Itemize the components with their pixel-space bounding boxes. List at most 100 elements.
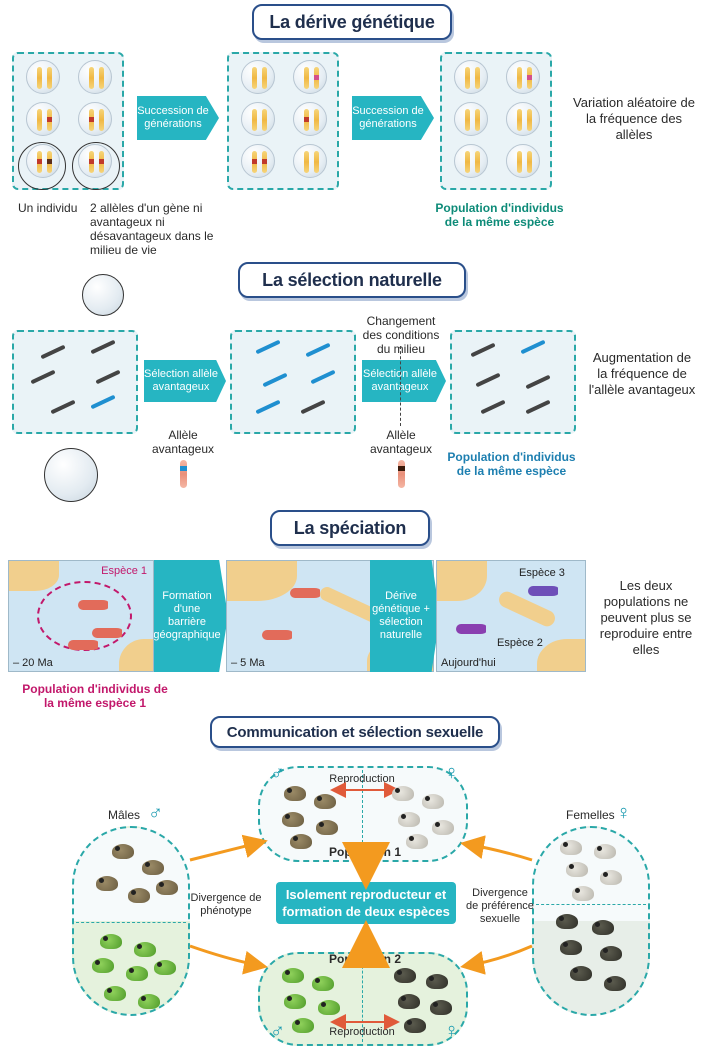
- chromosome: [527, 67, 532, 89]
- divergence-left-label: Divergence de phénotype: [190, 892, 262, 917]
- population1-divider: [362, 770, 363, 858]
- chromosome: [262, 151, 267, 173]
- males-divider: [76, 922, 186, 923]
- females-label: Femelles: [566, 808, 615, 822]
- females-panel: [532, 826, 650, 1016]
- cell-individual: [78, 102, 112, 136]
- population-label-speciation: Population d'individus de la même espèce…: [22, 682, 168, 710]
- chromosome: [304, 151, 309, 173]
- population-label-selection: Population d'individus de la même espèce: [447, 450, 576, 478]
- shrimp-icon: [262, 630, 292, 640]
- section-title-communication: Communication et sélection sexuelle: [210, 716, 500, 748]
- cell-individual: [78, 60, 112, 94]
- arrow-selection-2: Sélection allèle avantageux: [362, 360, 446, 402]
- chromosome: [252, 109, 257, 131]
- population2-divider: [362, 956, 363, 1042]
- cell-individual: [506, 144, 540, 178]
- mosquito-panel-2: [230, 330, 356, 434]
- allele-chromosome-1: [180, 460, 187, 488]
- time-middle-label: – 5 Ma: [231, 657, 265, 669]
- conclusion-selection: Augmentation de la fréquence de l'allèle…: [588, 350, 696, 397]
- frog-icon: [404, 1018, 426, 1033]
- change-conditions-label: Changement des conditions du milieu: [362, 314, 440, 356]
- frog-icon: [96, 876, 118, 891]
- frog-icon: [316, 820, 338, 835]
- chromosome: [262, 67, 267, 89]
- chromosome: [99, 67, 104, 89]
- divergence-right-label: Divergence de préférence sexuelle: [466, 887, 534, 925]
- frog-icon: [292, 1018, 314, 1033]
- section-title-selection: La sélection naturelle: [238, 262, 466, 298]
- allele-band: [262, 159, 267, 164]
- section-title-derive: La dérive génétique: [252, 4, 452, 40]
- frog-icon: [560, 840, 582, 855]
- species3-label: Espèce 3: [519, 567, 565, 579]
- frog-icon: [318, 1000, 340, 1015]
- frog-icon: [284, 994, 306, 1009]
- frog-icon: [556, 914, 578, 929]
- cell-individual: [293, 102, 327, 136]
- shrimp-icon: [68, 640, 98, 650]
- chromosome: [89, 109, 94, 131]
- chromosome: [465, 67, 470, 89]
- allele-band: [527, 75, 532, 80]
- frog-icon: [600, 946, 622, 961]
- time-present-label: Aujourd'hui: [441, 657, 496, 669]
- frog-icon: [592, 920, 614, 935]
- conclusion-speciation: Les deux populations ne peuvent plus se …: [599, 578, 693, 657]
- chromosome: [475, 151, 480, 173]
- arrow-derive-selection: Dérive génétique + sélection naturelle: [370, 560, 440, 672]
- frog-icon: [426, 974, 448, 989]
- chromosome: [304, 67, 309, 89]
- females-divider: [536, 904, 646, 905]
- cell-individual: [293, 60, 327, 94]
- time-past-label: – 20 Ma: [13, 657, 53, 669]
- frog-icon: [422, 794, 444, 809]
- frog-icon: [126, 966, 148, 981]
- frog-icon: [314, 794, 336, 809]
- frog-icon: [290, 834, 312, 849]
- species1-label: Espèce 1: [101, 565, 147, 577]
- chromosome: [475, 67, 480, 89]
- chromosome: [37, 67, 42, 89]
- chromosome: [517, 67, 522, 89]
- male-symbol-bottom: ♂: [270, 1020, 285, 1042]
- frog-icon: [142, 860, 164, 875]
- chromosome: [252, 151, 257, 173]
- frog-icon: [398, 994, 420, 1009]
- allele-band: [47, 117, 52, 122]
- cell-individual: [454, 144, 488, 178]
- allele-label-1: Allèle avantageux: [151, 428, 215, 456]
- allele-label-2: Allèle avantageux: [369, 428, 433, 456]
- frog-icon: [284, 786, 306, 801]
- chromosome: [475, 109, 480, 131]
- shrimp-icon: [92, 628, 122, 638]
- allele-band: [314, 75, 319, 80]
- chromosome: [527, 151, 532, 173]
- map-past: Espèce 1 – 20 Ma: [8, 560, 154, 672]
- frog-icon: [406, 834, 428, 849]
- arrow-generations-1: Succession de générations: [137, 96, 219, 140]
- allele-band: [252, 159, 257, 164]
- frog-icon: [156, 880, 178, 895]
- frog-icon: [92, 958, 114, 973]
- chromosome: [314, 67, 319, 89]
- chromosome: [47, 109, 52, 131]
- cell-individual: [26, 102, 60, 136]
- section-title-speciation: La spéciation: [270, 510, 430, 546]
- frog-icon: [600, 870, 622, 885]
- frog-icon: [572, 886, 594, 901]
- chromosome: [517, 151, 522, 173]
- chromosome: [527, 109, 532, 131]
- zoom-circle-top: [82, 274, 124, 316]
- frog-icon: [394, 968, 416, 983]
- allele-chromosome-2: [398, 460, 405, 488]
- chromosome: [465, 109, 470, 131]
- chromosome: [89, 67, 94, 89]
- males-symbol: ♂: [148, 802, 163, 824]
- frog-icon: [392, 786, 414, 801]
- frog-icon: [594, 844, 616, 859]
- mosquito-panel-3: [450, 330, 576, 434]
- arrow-generations-2: Succession de générations: [352, 96, 434, 140]
- chromosome: [314, 109, 319, 131]
